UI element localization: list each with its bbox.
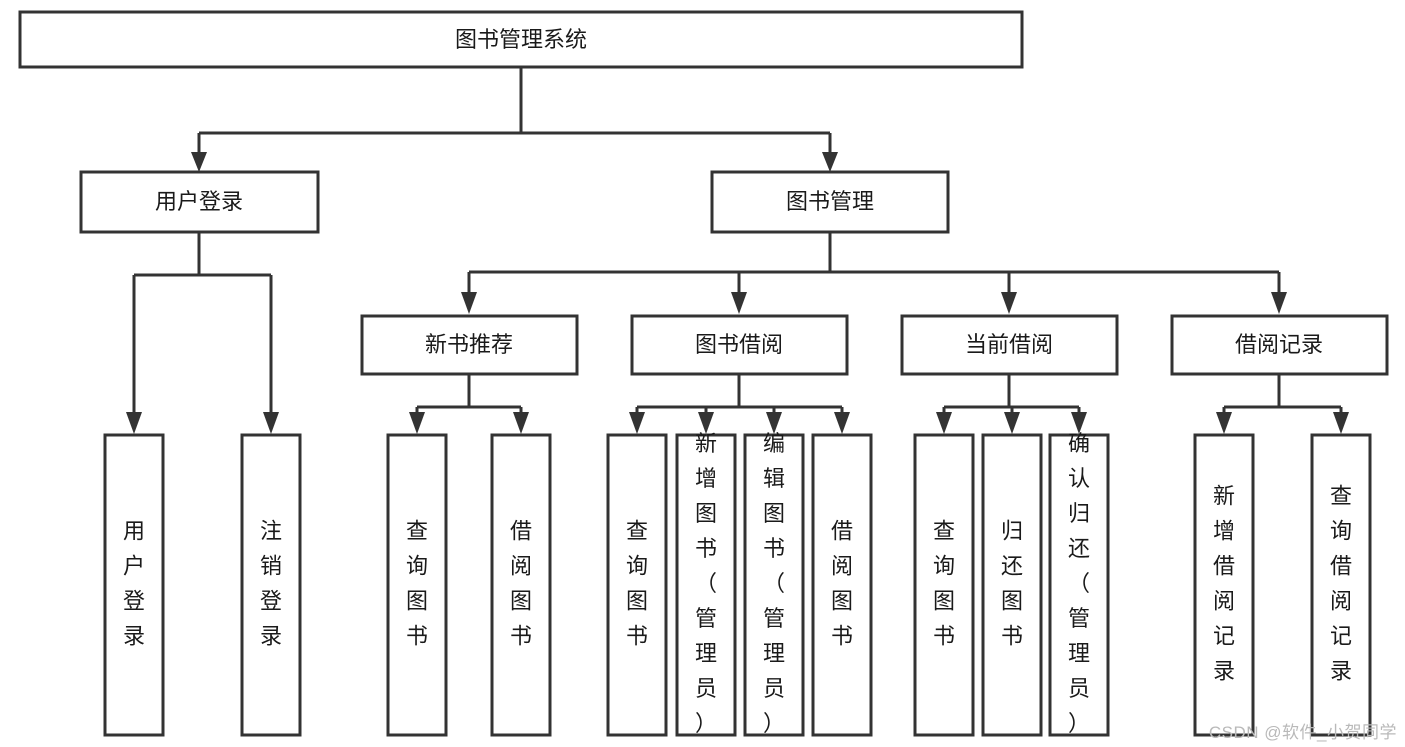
leaf-node[interactable]: 归还图书 [981, 433, 1043, 737]
node-new-book-recommend[interactable]: 新书推荐 [360, 314, 579, 376]
leaf-node[interactable]: 查询图书 [913, 433, 975, 737]
connectors-group [126, 67, 1349, 434]
arrowhead-bb-leaf-4 [834, 412, 850, 434]
node-book-manage[interactable]: 图书管理 [710, 170, 950, 234]
leaf-cb-confirm-return-box[interactable] [1048, 433, 1110, 737]
leaf-user-login-box[interactable] [103, 433, 165, 737]
node-user-login-label: 用户登录 [155, 189, 243, 214]
node-root-box[interactable] [18, 10, 1024, 69]
node-new-book-recommend-label: 新书推荐 [425, 332, 513, 357]
leaf-node[interactable]: 借阅图书 [490, 433, 552, 737]
arrowhead-nb-leaf-1 [409, 412, 425, 434]
leaf-bb-borrow-book-box[interactable] [811, 433, 873, 737]
node-book-borrow-box[interactable] [630, 314, 849, 376]
leaf-nb-borrow-book-box[interactable] [490, 433, 552, 737]
arrowhead-book-borrow [731, 292, 747, 314]
arrowhead-br-leaf-1 [1216, 412, 1232, 434]
node-borrow-record-label: 借阅记录 [1235, 332, 1323, 357]
leaf-node[interactable]: 新增图书（管理员） [675, 431, 737, 737]
arrowhead-book-manage [822, 152, 838, 172]
arrowhead-cb-leaf-3 [1071, 412, 1087, 434]
leaf-bb-add-book-box[interactable] [675, 433, 737, 737]
leaf-cb-return-book-label: 归还图书 [1001, 518, 1023, 648]
node-new-book-recommend-box[interactable] [360, 314, 579, 376]
arrowhead-new-book [461, 292, 477, 314]
arrowhead-borrow-record [1271, 292, 1287, 314]
leaf-bb-edit-book-label: 编辑图书（管理员） [763, 431, 785, 736]
leaf-logout-label: 注销登录 [260, 518, 282, 648]
leaf-br-query-record-label: 查询借阅记录 [1330, 483, 1352, 683]
node-current-borrow[interactable]: 当前借阅 [900, 314, 1119, 376]
arrowhead-nb-leaf-2 [513, 412, 529, 434]
leaf-br-add-record-box[interactable] [1193, 433, 1255, 737]
csdn-watermark: CSDN @软件_小贺同学 [1208, 723, 1397, 742]
arrowhead-br-leaf-2 [1333, 412, 1349, 434]
leaf-node[interactable]: 新增借阅记录 [1193, 433, 1255, 737]
arrowhead-leaf-logout [263, 412, 279, 434]
arrowhead-bb-leaf-2 [698, 412, 714, 434]
leaf-node[interactable]: 借阅图书 [811, 433, 873, 737]
node-book-borrow-label: 图书借阅 [695, 332, 783, 357]
leaf-node[interactable]: 查询图书 [606, 433, 668, 737]
arrowhead-user-login [191, 152, 207, 172]
arrowhead-bb-leaf-1 [629, 412, 645, 434]
leaf-br-query-record-box[interactable] [1310, 433, 1372, 737]
node-borrow-record[interactable]: 借阅记录 [1170, 314, 1389, 376]
leaf-node[interactable]: 用户登录 [103, 433, 165, 737]
node-current-borrow-box[interactable] [900, 314, 1119, 376]
node-user-login[interactable]: 用户登录 [79, 170, 320, 234]
leaf-node[interactable]: 查询图书 [386, 433, 448, 737]
node-borrow-record-box[interactable] [1170, 314, 1389, 376]
arrowhead-leaf-user-login [126, 412, 142, 434]
leaf-nb-query-book-box[interactable] [386, 433, 448, 737]
leaf-node[interactable]: 注销登录 [240, 433, 302, 737]
leaf-nb-borrow-book-label: 借阅图书 [510, 518, 532, 648]
leaf-bb-add-book-label: 新增图书（管理员） [695, 431, 717, 736]
leaf-user-login-label: 用户登录 [123, 518, 145, 648]
node-book-manage-box[interactable] [710, 170, 950, 234]
node-user-login-box[interactable] [79, 170, 320, 234]
node-book-manage-label: 图书管理 [786, 189, 874, 214]
leaf-cb-query-book-box[interactable] [913, 433, 975, 737]
leaf-cb-query-book-label: 查询图书 [933, 518, 955, 648]
leaf-bb-borrow-book-label: 借阅图书 [831, 518, 853, 648]
node-current-borrow-label: 当前借阅 [965, 332, 1053, 357]
leaf-bb-edit-book-box[interactable] [743, 433, 805, 737]
leaf-nb-query-book-label: 查询图书 [406, 518, 428, 648]
node-book-borrow[interactable]: 图书借阅 [630, 314, 849, 376]
arrowhead-bb-leaf-3 [766, 412, 782, 434]
leaf-node[interactable]: 查询借阅记录 [1310, 433, 1372, 737]
node-root-label: 图书管理系统 [455, 27, 587, 52]
node-root[interactable]: 图书管理系统 [18, 10, 1024, 69]
leaf-logout-box[interactable] [240, 433, 302, 737]
leaf-node[interactable]: 确认归还（管理员） [1048, 431, 1110, 737]
leaf-br-add-record-label: 新增借阅记录 [1213, 483, 1235, 683]
leaf-node[interactable]: 编辑图书（管理员） [743, 431, 805, 737]
leaf-bb-query-book-box[interactable] [606, 433, 668, 737]
arrowhead-cb-leaf-1 [936, 412, 952, 434]
leaf-cb-return-book-box[interactable] [981, 433, 1043, 737]
leaf-cb-confirm-return-label: 确认归还（管理员） [1068, 431, 1090, 736]
arrowhead-current-borrow [1001, 292, 1017, 314]
leaf-bb-query-book-label: 查询图书 [626, 518, 648, 648]
arrowhead-cb-leaf-2 [1004, 412, 1020, 434]
